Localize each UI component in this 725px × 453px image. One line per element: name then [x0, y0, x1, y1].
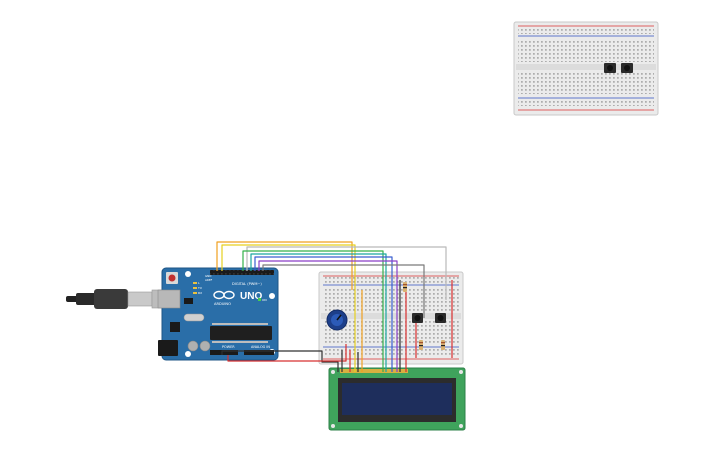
lcd-display[interactable] [328, 367, 466, 431]
resistor-icon [403, 282, 407, 292]
arduino-logo [213, 290, 235, 300]
potentiometer-icon[interactable] [326, 309, 348, 331]
digital-label: DIGITAL (PWM~) [232, 282, 262, 286]
push-button-icon[interactable] [435, 313, 446, 323]
analog-label: ANALOG IN [251, 345, 270, 349]
resistor-icon [419, 340, 423, 350]
breadboard-small[interactable] [513, 21, 659, 116]
push-button-icon[interactable] [604, 63, 616, 73]
aref-label: AREF [205, 278, 213, 282]
usb-cable-icon[interactable] [66, 289, 173, 309]
atmega-chip [210, 326, 272, 340]
lcd-screen [342, 383, 452, 415]
push-button-icon[interactable] [621, 63, 633, 73]
power-header[interactable] [210, 350, 238, 355]
uno-logo-text: UNO [240, 291, 262, 302]
rx-label: RX [198, 291, 202, 295]
l-led-label: L [198, 281, 200, 285]
tx-label: TX [197, 286, 202, 290]
on-led-label: ON [262, 298, 267, 302]
arduino-uno-board[interactable]: UNO ARDUINO DIGITAL (PWM~) POWER ANALOG … [157, 267, 279, 361]
resistor-icon [441, 340, 445, 350]
wires[interactable] [216, 241, 453, 372]
usb-port[interactable] [157, 289, 181, 309]
analog-header[interactable] [244, 350, 274, 355]
push-button-icon[interactable] [412, 313, 423, 323]
arduino-brand-text: ARDUINO [214, 302, 231, 306]
gnd-label: GND [205, 274, 211, 278]
power-label: POWER [222, 345, 235, 349]
power-jack[interactable] [158, 340, 178, 356]
